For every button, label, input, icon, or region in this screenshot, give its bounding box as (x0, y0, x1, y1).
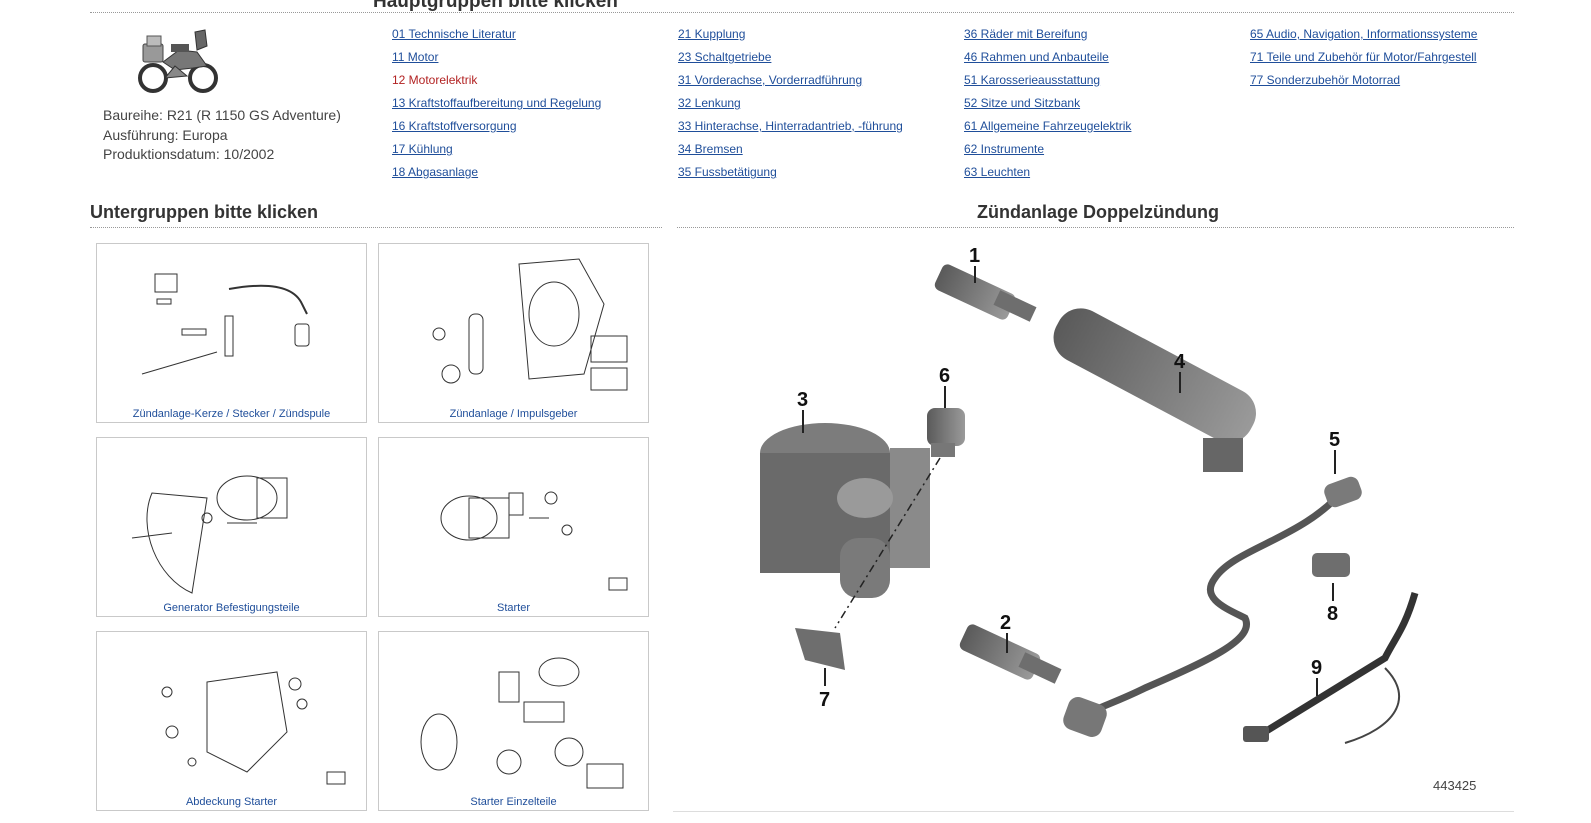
subgroups-title: Untergruppen bitte klicken (90, 202, 319, 222)
subgroup-thumb-starter[interactable]: Starter (378, 437, 649, 617)
category-link-33[interactable]: 33 Hinterachse, Hinterradantrieb, -führu… (678, 119, 903, 133)
ignition-cable-5 (1063, 476, 1362, 737)
stick-coil-4 (1053, 308, 1256, 472)
category-link-21[interactable]: 21 Kupplung (678, 27, 746, 41)
category-column-3: 36 Räder mit Bereifung 46 Rahmen und Anb… (964, 23, 1131, 184)
subgroup-thumb-starter-parts[interactable]: Starter Einzelteile (378, 631, 649, 811)
diagram-title: Zündanlage Doppelzündung (977, 202, 1219, 222)
category-link-71[interactable]: 71 Teile und Zubehör für Motor/Fahrgeste… (1250, 50, 1477, 64)
part-label-7: 7 (819, 689, 830, 711)
category-link-17[interactable]: 17 Kühlung (392, 142, 453, 156)
category-link-52[interactable]: 52 Sitze und Sitzbank (964, 96, 1081, 110)
category-link-34[interactable]: 34 Bremsen (678, 142, 743, 156)
category-link-77[interactable]: 77 Sonderzubehör Motorrad (1250, 73, 1401, 87)
diagram-divider (677, 227, 1514, 228)
category-link-32[interactable]: 32 Lenkung (678, 96, 741, 110)
gasket-7 (795, 628, 845, 670)
sensor-cable-9 (1243, 592, 1419, 744)
vehicle-info: Baureihe: R21 (R 1150 GS Adventure) Ausf… (103, 106, 341, 165)
starter-cover-drawing (161, 671, 346, 785)
generator-mounting-drawing (131, 475, 288, 594)
ignition-pulse-generator-drawing (432, 258, 628, 391)
top-divider (90, 12, 1514, 13)
part-label-9: 9 (1311, 657, 1322, 679)
category-link-16[interactable]: 16 Kraftstoffversorgung (392, 119, 517, 133)
subgroup-thumb-starter-cover[interactable]: Abdeckung Starter (96, 631, 367, 811)
subgroup-caption: Zündanlage-Kerze / Stecker / Zündspule (132, 408, 331, 420)
vehicle-version: Ausführung: Europa (103, 126, 228, 143)
category-column-1: 01 Technische Literatur 11 Motor 12 Moto… (392, 23, 601, 184)
coil-block-3 (760, 423, 930, 598)
spark-plug-2 (959, 624, 1062, 684)
main-groups-title: Hauptgruppen bitte klicken (373, 0, 618, 12)
category-link-01[interactable]: 01 Technische Literatur (392, 27, 516, 41)
ignition-exploded-view: 1 2 3 4 5 6 7 8 9 (760, 245, 1419, 744)
exploded-parts-diagram[interactable]: 1 2 3 4 5 6 7 8 9 (745, 238, 1485, 793)
spark-plug-1 (934, 264, 1037, 322)
category-link-18[interactable]: 18 Abgasanlage (392, 165, 479, 179)
subgroup-thumb-generator-mounting[interactable]: Generator Befestigungsteile (96, 437, 367, 617)
category-column-2: 21 Kupplung 23 Schaltgetriebe 31 Vordera… (678, 23, 903, 184)
category-link-65[interactable]: 65 Audio, Navigation, Informationssystem… (1250, 27, 1478, 41)
vehicle-series: Baureihe: R21 (R 1150 GS Adventure) (103, 107, 341, 123)
subgroup-thumb-ignition-plug-coil[interactable]: Zündanlage-Kerze / Stecker / Zündspule (96, 243, 367, 423)
part-label-8: 8 (1327, 603, 1338, 625)
part-label-2: 2 (1000, 612, 1011, 634)
category-link-13[interactable]: 13 Kraftstoffaufbereitung und Regelung (392, 96, 602, 110)
category-link-51[interactable]: 51 Karosserieausstattung (964, 73, 1101, 87)
category-link-46[interactable]: 46 Rahmen und Anbauteile (964, 50, 1109, 64)
bottom-divider (673, 811, 1514, 812)
category-link-35[interactable]: 35 Fussbetätigung (678, 165, 777, 179)
category-column-4: 65 Audio, Navigation, Informationssystem… (1250, 23, 1477, 92)
cap-6 (927, 408, 965, 457)
subgroup-caption: Generator Befestigungsteile (163, 602, 300, 614)
part-label-4: 4 (1174, 351, 1186, 373)
part-label-3: 3 (797, 389, 808, 411)
category-link-62[interactable]: 62 Instrumente (964, 142, 1045, 156)
category-link-11[interactable]: 11 Motor (392, 50, 439, 64)
vehicle-production-date: Produktionsdatum: 10/2002 (103, 146, 275, 162)
subgroup-caption: Abdeckung Starter (185, 796, 278, 808)
diagram-id: 443425 (1433, 778, 1477, 793)
part-label-1: 1 (969, 245, 980, 267)
clip-8 (1312, 553, 1350, 577)
subgroup-caption: Starter Einzelteile (470, 796, 557, 808)
category-link-36[interactable]: 36 Räder mit Bereifung (964, 27, 1088, 41)
motorcycle-image (135, 22, 221, 94)
category-link-23[interactable]: 23 Schaltgetriebe (678, 50, 772, 64)
part-label-5: 5 (1329, 429, 1340, 451)
subgroup-caption: Starter (496, 602, 530, 614)
category-link-61[interactable]: 61 Allgemeine Fahrzeugelektrik (964, 119, 1132, 133)
subgroup-thumb-ignition-pulse-generator[interactable]: Zündanlage / Impulsgeber (378, 243, 649, 423)
category-link-12-active[interactable]: 12 Motorelektrik (392, 73, 478, 87)
starter-parts-drawing (420, 657, 624, 789)
part-label-6: 6 (939, 365, 950, 387)
category-link-63[interactable]: 63 Leuchten (964, 165, 1031, 179)
category-link-31[interactable]: 31 Vorderachse, Vorderradführung (678, 73, 863, 87)
ignition-plug-coil-drawing (141, 273, 310, 375)
starter-drawing (440, 491, 628, 591)
subgroups-divider (90, 227, 662, 228)
subgroup-caption: Zündanlage / Impulsgeber (449, 408, 578, 420)
